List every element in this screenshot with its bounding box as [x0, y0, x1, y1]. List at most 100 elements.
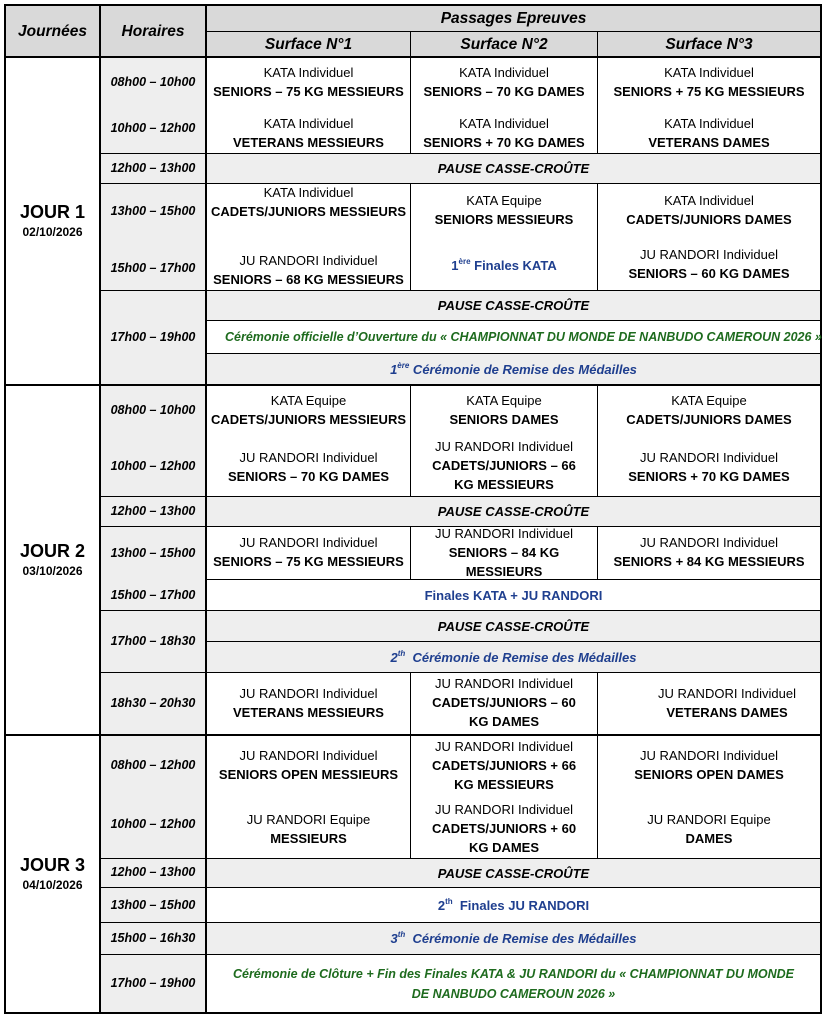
event-category: CADETS/JUNIORS MESSIEURS	[210, 412, 407, 427]
hline	[100, 672, 821, 673]
medals-ceremony: 1ère Cérémonie de Remise des Médailles	[390, 360, 637, 377]
event-cell: KATA Equipe CADETS/JUNIORS MESSIEURS	[207, 390, 410, 430]
hline	[100, 290, 821, 291]
time-slot: 08h00 – 10h00	[110, 74, 196, 89]
event-type: KATA Individuel	[664, 65, 754, 80]
event-cell: KATA Equipe SENIORS DAMES	[411, 390, 597, 430]
vline	[410, 58, 411, 153]
event-type: KATA Individuel	[263, 116, 354, 131]
event-cell: JU RANDORI Equipe DAMES	[598, 809, 820, 849]
header-bottom-line	[4, 56, 822, 58]
hline	[100, 954, 821, 955]
vline	[410, 526, 411, 579]
event-category: SENIORS – 70 KG DAMES	[227, 469, 390, 484]
pause-label: PAUSE CASSE-CROÛTE	[437, 161, 590, 176]
time-slot: 17h00 – 19h00	[110, 976, 196, 990]
event-category: DAMES	[685, 831, 733, 846]
event-cell: JU RANDORI Individuel VETERANS DAMES	[598, 683, 826, 723]
event-type: JU RANDORI Individuel	[640, 450, 778, 465]
header-sep-2	[597, 31, 598, 57]
border-top	[4, 4, 822, 6]
header-surface-1: Surface N°1	[264, 35, 353, 53]
event-category: CADETS/JUNIORS DAMES	[626, 412, 792, 427]
day-sep-1	[4, 384, 822, 386]
event-cell: KATA Individuel SENIORS – 75 KG MESSIEUR…	[207, 62, 410, 102]
pause-label: PAUSE CASSE-CROÛTE	[437, 298, 590, 313]
col-sep-days	[99, 4, 101, 1014]
hline	[100, 153, 821, 154]
hline	[100, 887, 821, 888]
header-surface-3: Surface N°3	[665, 35, 753, 53]
event-category: VETERANS DAMES	[666, 705, 788, 720]
event-category: SENIORS + 70 KG DAMES	[628, 469, 790, 484]
event-type: JU RANDORI Individuel	[239, 748, 378, 763]
event-cell: JU RANDORI Individuel SENIORS + 70 KG DA…	[598, 447, 820, 487]
vline	[597, 736, 598, 858]
time-slot: 10h00 – 12h00	[110, 458, 196, 473]
hline	[206, 579, 821, 580]
time-slot: 15h00 – 16h30	[110, 930, 196, 945]
event-cell: JU RANDORI Individuel VETERANS MESSIEURS	[207, 683, 410, 723]
event-category: SENIORS + 75 KG MESSIEURS	[613, 84, 805, 99]
pause-label: PAUSE CASSE-CROÛTE	[437, 865, 590, 881]
day-title: JOUR 2	[19, 541, 86, 561]
event-type: JU RANDORI Individuel	[435, 739, 573, 754]
event-type: JU RANDORI Individuel	[435, 439, 573, 454]
hline	[100, 610, 821, 611]
event-category: VETERANS DAMES	[648, 135, 770, 150]
event-type: KATA Individuel	[664, 193, 754, 208]
band-d1-medals	[206, 353, 821, 384]
event-category: SENIORS – 70 KG DAMES	[423, 84, 585, 99]
event-category: CADETS/JUNIORS – 66	[432, 458, 576, 473]
event-category-cont: KG MESSIEURS	[454, 777, 554, 792]
hline	[100, 526, 821, 527]
time-slot: 15h00 – 17h00	[110, 587, 196, 602]
event-cell: KATA Individuel VETERANS DAMES	[598, 114, 820, 152]
medals-ceremony: 2th Cérémonie de Remise des Médailles	[390, 648, 637, 665]
event-category: SENIORS OPEN DAMES	[634, 767, 784, 782]
opening-ceremony: Cérémonie officielle d’Ouverture du « CH…	[225, 329, 822, 344]
event-cell: KATA Equipe CADETS/JUNIORS DAMES	[598, 390, 820, 430]
event-type: KATA Individuel	[263, 185, 354, 200]
event-cell: JU RANDORI Individuel SENIORS + 84 KG ME…	[598, 532, 820, 572]
time-slot: 13h00 – 15h00	[110, 203, 196, 218]
hline	[100, 183, 821, 184]
event-type: KATA Equipe	[466, 393, 542, 408]
event-cell: KATA Individuel SENIORS – 70 KG DAMES	[411, 62, 597, 102]
band-d3-pause1	[206, 858, 821, 887]
event-category: CADETS/JUNIORS – 60	[432, 695, 576, 710]
col-sep-times	[205, 4, 207, 1014]
event-cell: JU RANDORI Individuel SENIORS – 75 KG ME…	[207, 532, 410, 572]
day-date: 04/10/2026	[22, 878, 83, 892]
event-cell: KATA Individuel CADETS/JUNIORS MESSIEURS	[207, 182, 410, 222]
border-left	[4, 4, 6, 1014]
time-slot: 13h00 – 15h00	[110, 545, 196, 560]
hline	[206, 320, 821, 321]
event-cell: JU RANDORI Individuel CADETS/JUNIORS + 6…	[411, 736, 597, 795]
header-surface-2: Surface N°2	[460, 35, 548, 53]
event-category-cont: KG MESSIEURS	[454, 477, 554, 492]
hline	[206, 353, 821, 354]
finals-randori: 2th Finales JU RANDORI	[437, 896, 590, 913]
event-cell: JU RANDORI Individuel SENIORS OPEN MESSI…	[207, 745, 410, 785]
event-cell: JU RANDORI Individuel SENIORS – 60 KG DA…	[598, 244, 820, 284]
day-title: JOUR 1	[19, 202, 86, 222]
band-d2-pause1	[206, 496, 821, 526]
vline	[597, 672, 598, 734]
hline	[100, 858, 821, 859]
event-category: SENIORS + 84 KG MESSIEURS	[613, 554, 805, 569]
vline	[410, 736, 411, 858]
event-category-cont: KG DAMES	[468, 840, 540, 855]
day-1-label: JOUR 1 02/10/2026	[6, 58, 99, 384]
pause-label: PAUSE CASSE-CROÛTE	[437, 618, 590, 634]
event-category: CADETS/JUNIORS DAMES	[626, 212, 792, 227]
times-column-bg	[100, 58, 206, 1014]
event-cell: JU RANDORI Individuel SENIORS – 70 KG DA…	[207, 447, 410, 487]
day-date: 03/10/2026	[22, 564, 83, 578]
finals-kata-label: 1ère Finales KATA	[451, 256, 557, 273]
event-type: JU RANDORI Individuel	[435, 676, 573, 691]
event-type: JU RANDORI Individuel	[239, 450, 378, 465]
event-type: KATA Individuel	[459, 116, 549, 131]
event-type: JU RANDORI Equipe	[246, 812, 371, 827]
time-slot: 18h30 – 20h30	[110, 695, 196, 710]
